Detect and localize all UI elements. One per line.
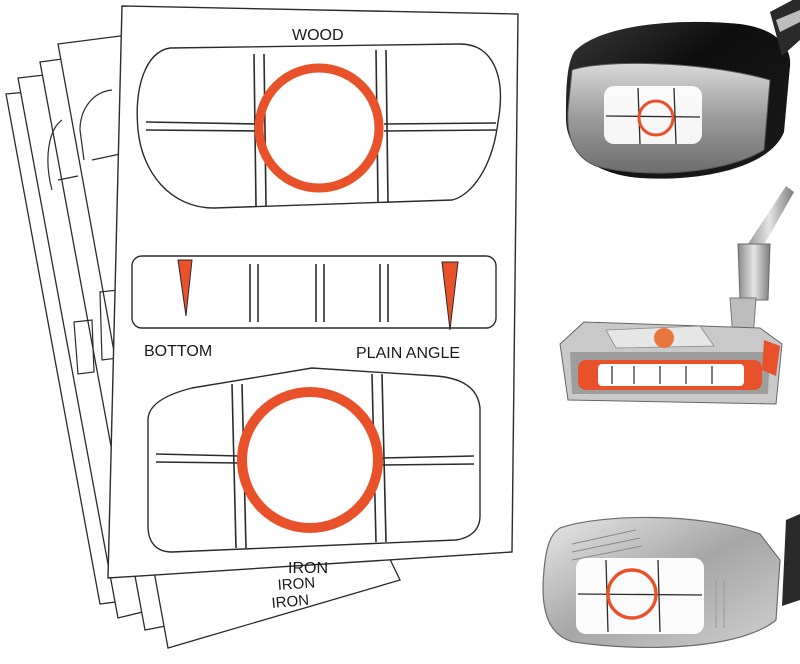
- putter-head-icon: [559, 186, 794, 405]
- iron-sticker: IRON: [147, 367, 481, 577]
- wood-sticker-outline: [136, 43, 502, 209]
- putter-strip-sticker: BOTTOM PLAIN ANGLE: [131, 255, 497, 362]
- putter-strip-lines: [249, 264, 389, 322]
- wood-label: WOOD: [292, 27, 344, 44]
- putter-strip-outline: [131, 255, 497, 329]
- wood-sticker: WOOD: [136, 27, 502, 209]
- iron-sticker-outline: [147, 367, 481, 553]
- iron-label-back-1: IRON: [277, 574, 316, 594]
- bottom-marker-wedge: [177, 259, 193, 317]
- bottom-label: BOTTOM: [144, 343, 212, 360]
- plain-angle-marker-wedge: [441, 261, 459, 331]
- iron-label-back-2: IRON: [271, 592, 310, 612]
- wood-target-circle: [254, 63, 384, 193]
- iron-head-icon: [542, 514, 800, 649]
- iron-label: IRON: [288, 560, 328, 577]
- iron-target-circle: [237, 387, 383, 533]
- wood-driver-head-icon: [566, 0, 800, 179]
- plain-angle-label: PLAIN ANGLE: [356, 345, 460, 362]
